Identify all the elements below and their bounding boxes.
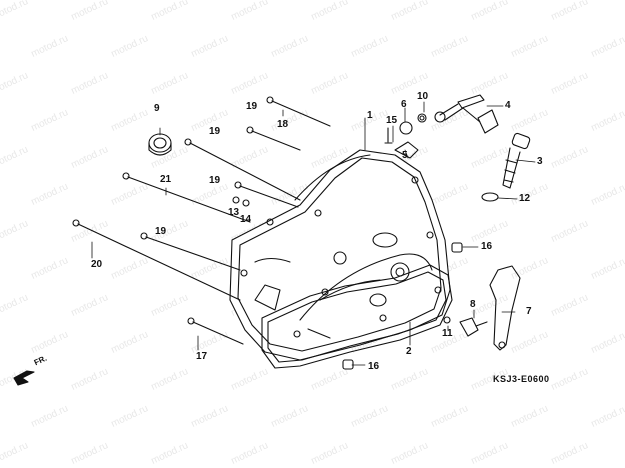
callout-16-upper: 16 [481,241,493,252]
front-arrow [13,370,35,386]
dowel-pins [342,242,463,370]
callout-18: 18 [277,119,289,130]
sensor [459,317,488,337]
callout-4: 4 [505,100,511,111]
callout-19-a: 19 [246,101,258,112]
callout-5: 5 [402,150,408,161]
callout-21: 21 [160,174,172,185]
callout-19-b: 19 [209,126,221,137]
callout-12: 12 [519,193,531,204]
callout-17: 17 [196,351,208,362]
callout-10: 10 [417,91,429,102]
diagram-code: KSJ3-E0600 [493,374,550,384]
callout-13: 13 [228,207,240,218]
callout-3: 3 [537,156,543,167]
o-ring [481,192,499,202]
oil-seal [148,133,172,156]
callout-8: 8 [470,299,476,310]
callout-14: 14 [240,214,252,225]
crankcase-cover [229,149,451,361]
oil-filler-cap [502,132,531,189]
callout-2: 2 [406,346,412,357]
leader-lines [91,101,536,366]
callout-1: 1 [367,110,373,121]
arm-lever [434,94,499,134]
callout-7: 7 [526,306,532,317]
callout-19-d: 19 [155,226,167,237]
callout-9: 9 [154,103,160,114]
bolts [72,96,331,345]
callout-15: 15 [386,115,398,126]
callout-19-c: 19 [209,175,221,186]
callout-11: 11 [442,328,453,339]
small-hardware [232,196,451,324]
callout-16-lower: 16 [368,361,380,372]
cover-gasket [261,264,453,369]
callout-6: 6 [401,99,407,110]
guide-plate [489,265,521,351]
callout-20: 20 [91,259,103,270]
lifter-assembly [384,113,427,159]
